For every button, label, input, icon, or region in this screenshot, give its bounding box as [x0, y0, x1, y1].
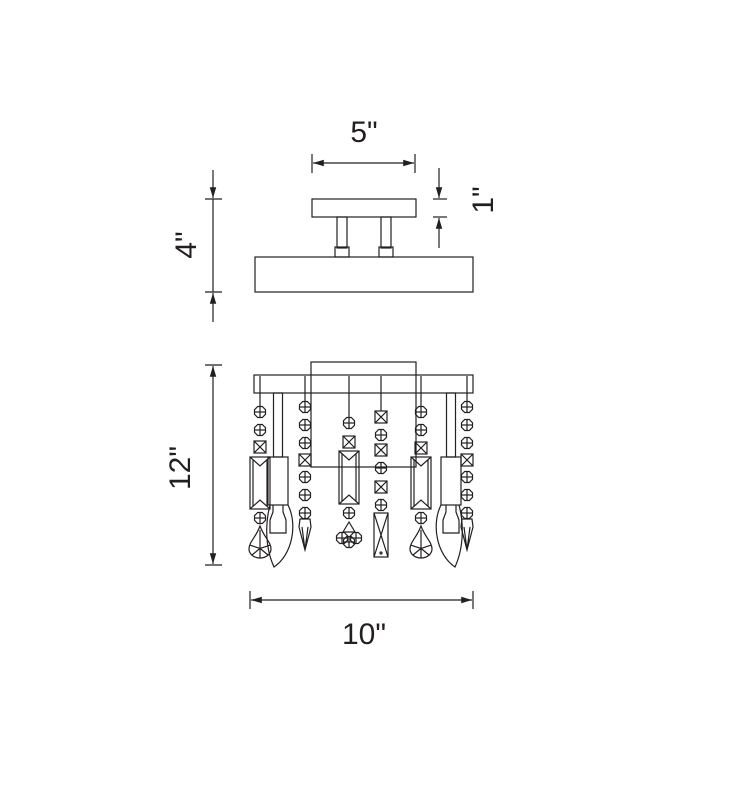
octagon-bead	[460, 436, 474, 450]
bead-facet	[374, 480, 388, 494]
dimension-label-4in: 4"	[170, 231, 203, 258]
square-bead	[374, 443, 388, 457]
octagon-bead	[460, 400, 474, 414]
pendant-facet	[373, 512, 389, 558]
candle-bulb	[269, 505, 287, 534]
octagon-bead	[298, 470, 312, 484]
octagon-bead	[374, 498, 388, 512]
square-bead	[298, 453, 312, 467]
mounting-box	[310, 361, 417, 468]
strand-center-rect	[373, 376, 389, 558]
rectangle-pendant	[373, 512, 389, 558]
bead-facet	[253, 440, 267, 454]
prism-crystal	[338, 450, 360, 505]
octagon-bead	[335, 531, 349, 545]
plate-dimension-1in: 1"	[433, 168, 500, 248]
strand-beads-left	[298, 376, 312, 553]
strand-prism-right	[409, 376, 433, 559]
width-dimension-10in: 10"	[249, 591, 474, 651]
bead-facet	[342, 435, 356, 449]
bulb-glass-leaf	[435, 504, 463, 568]
bead-facet	[374, 443, 388, 457]
bead-facet	[414, 441, 428, 455]
pendant-dot	[379, 551, 383, 555]
square-bead	[374, 480, 388, 494]
height-dimension-12in: 12"	[164, 364, 222, 566]
octagon-bead	[342, 506, 356, 520]
pendant-top	[341, 520, 357, 533]
octagon-bead	[342, 535, 356, 549]
support-post-right	[380, 216, 392, 249]
octagon-bead	[414, 405, 428, 419]
support-post-left	[336, 216, 348, 249]
prism-facet	[410, 456, 432, 510]
bead-facet	[460, 453, 474, 467]
width-dimension-5in: 5"	[311, 116, 416, 173]
octagon-bead	[374, 461, 388, 475]
square-bead	[374, 410, 388, 424]
square-bead	[342, 435, 356, 449]
pendant-drop	[298, 518, 312, 553]
square-bead	[414, 441, 428, 455]
octagon-bead	[374, 428, 388, 442]
octagon-bead	[414, 511, 428, 525]
crystal-strands	[248, 376, 474, 568]
canopy-bar	[253, 374, 474, 394]
dimension-label-10in: 10"	[342, 618, 386, 651]
octagon-bead	[253, 405, 267, 419]
front-view: 12" 10"	[164, 361, 474, 651]
lamp-holder	[440, 456, 462, 506]
lamp-holder	[267, 456, 289, 506]
strand-prism-center	[335, 376, 363, 549]
octagon-bead	[414, 423, 428, 437]
side-profile-view: 5" 4" 1"	[170, 116, 500, 322]
strand-prism-left	[248, 376, 272, 559]
bead-facet	[374, 410, 388, 424]
octagon-bead	[298, 436, 312, 450]
dimension-label-12in: 12"	[164, 446, 197, 490]
canopy-base	[254, 256, 474, 293]
dimension-label-1in: 1"	[467, 186, 500, 213]
teardrop-facet	[410, 530, 432, 558]
dimension-label-5in: 5"	[350, 116, 377, 149]
lamp-tube	[272, 392, 284, 458]
square-bead	[460, 453, 474, 467]
bulb-glass-leaf	[266, 504, 294, 568]
bead-facet	[298, 453, 312, 467]
prism-facet	[338, 450, 360, 505]
octagon-bead	[253, 511, 267, 525]
pendant-drop	[460, 518, 474, 553]
octagon-bead	[460, 470, 474, 484]
octagon-bead	[298, 488, 312, 502]
prism-crystal	[410, 456, 432, 510]
octagon-bead	[349, 531, 363, 545]
octagon-bead	[298, 418, 312, 432]
square-bead	[253, 440, 267, 454]
octagon-bead	[342, 416, 356, 430]
octagon-bead	[460, 418, 474, 432]
mounting-plate	[311, 198, 417, 218]
octagon-bead	[253, 423, 267, 437]
octagon-bead	[298, 400, 312, 414]
candle-bulb	[442, 505, 460, 534]
prism-facet	[249, 456, 271, 510]
strand-beads-right	[460, 376, 474, 553]
teardrop-facet	[249, 530, 271, 558]
octagon-bead	[460, 488, 474, 502]
prism-crystal	[249, 456, 271, 510]
lamp-tube	[445, 392, 457, 458]
height-dimension-4in: 4"	[170, 170, 222, 322]
